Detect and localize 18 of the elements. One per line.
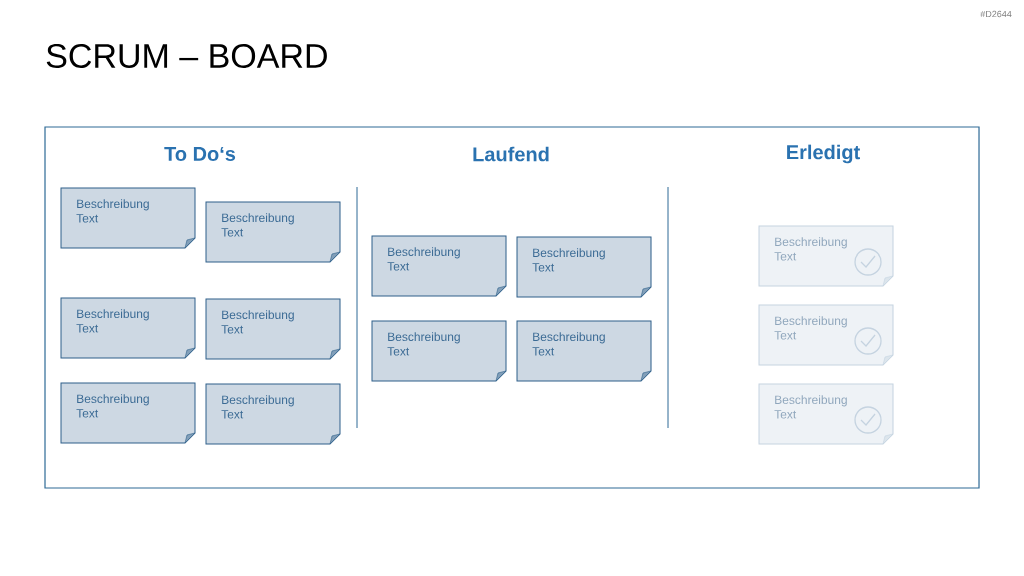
sticky-note: Beschreibung Text <box>205 383 341 445</box>
sticky-note: Beschreibung Text <box>758 225 894 287</box>
slide-id: #D2644 <box>980 10 1012 18</box>
sticky-note: Beschreibung Text <box>60 297 196 359</box>
column-heading: Erledigt <box>787 144 860 164</box>
sticky-note: Beschreibung Text <box>758 304 894 366</box>
sticky-note: Beschreibung Text <box>60 187 196 249</box>
sticky-note: Beschreibung Text <box>516 320 652 382</box>
sticky-note: Beschreibung Text <box>205 298 341 360</box>
title: SCRUM – BOARD <box>46 43 327 69</box>
sticky-note: Beschreibung Text <box>205 201 341 263</box>
sticky-note: Beschreibung Text <box>371 235 507 297</box>
sticky-note: Beschreibung Text <box>516 236 652 298</box>
sticky-note: Beschreibung Text <box>371 320 507 382</box>
sticky-note: Beschreibung Text <box>758 383 894 445</box>
column-heading: To Do‘s <box>164 147 236 161</box>
sticky-note: Beschreibung Text <box>60 382 196 444</box>
column-heading: Laufend <box>473 146 549 162</box>
